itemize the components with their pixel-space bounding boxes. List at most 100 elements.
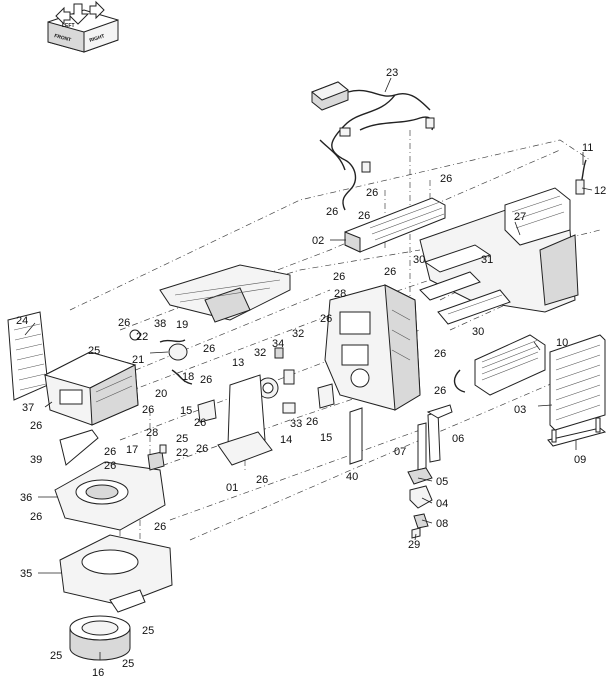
callout-label: 26 [384, 266, 396, 278]
sensor-08 [413, 513, 429, 529]
callout-label: 11 [582, 142, 593, 154]
actuator-04 [409, 485, 433, 509]
badge-right-text: RIGHT [89, 33, 106, 44]
callout-label: 40 [346, 471, 358, 483]
callout-label: 01 [226, 482, 238, 494]
callout-label: 36 [20, 492, 32, 504]
callout-label: 08 [436, 518, 448, 530]
callout-label: 33 [290, 418, 302, 430]
callout-label: 22 [136, 331, 148, 343]
callout-label: 32 [254, 347, 266, 359]
callout-label: 12 [594, 185, 606, 197]
callout-label: 30 [472, 326, 484, 338]
callout-label: 26 [154, 521, 166, 533]
callout-label: 26 [256, 474, 268, 486]
callout-label: 28 [146, 427, 158, 439]
blower-case-35 [59, 534, 173, 613]
orientation-badge: FRONT LEFT RIGHT [47, 0, 119, 53]
callout-label: 26 [333, 271, 345, 283]
pipes-06-07 [417, 404, 453, 471]
callout-label: 21 [132, 354, 144, 366]
filter-39 [59, 429, 99, 466]
callout-label: 17 [126, 444, 138, 456]
callout-label: 35 [20, 568, 32, 580]
callout-label: 26 [326, 206, 338, 218]
callout-label: 26 [196, 443, 208, 455]
badge-front-text: FRONT [53, 33, 71, 43]
callout-label: 25 [142, 625, 154, 637]
heater-case-upper [419, 187, 579, 313]
callout-label: 26 [118, 317, 130, 329]
seal-09 [547, 417, 607, 447]
callout-label: 23 [386, 67, 398, 79]
callout-label: 28 [334, 288, 346, 300]
callout-label: 37 [22, 402, 34, 414]
intake-case-37 [43, 351, 139, 426]
bracket-40 [349, 407, 363, 465]
callout-label: 09 [574, 454, 586, 466]
callout-label: 31 [481, 254, 493, 266]
callout-label: 24 [16, 315, 28, 327]
badge-left-text: LEFT [62, 23, 75, 29]
callout-label: 29 [408, 539, 420, 551]
callout-label: 26 [200, 374, 212, 386]
callout-label: 10 [556, 337, 568, 349]
connector-29 [411, 527, 421, 539]
floor-duct [159, 264, 291, 323]
callout-label: 26 [203, 343, 215, 355]
callout-label: 27 [514, 211, 526, 223]
callout-label: 26 [440, 173, 452, 185]
callout-label: 02 [312, 235, 324, 247]
leader-lines [24, 77, 593, 660]
temperature-sensor [575, 159, 587, 195]
callout-label: 06 [452, 433, 464, 445]
actuator-05 [407, 467, 433, 485]
callout-label: 25 [50, 650, 62, 662]
callout-label: 26 [306, 416, 318, 428]
callout-label: 20 [155, 388, 167, 400]
callout-label: 30 [413, 254, 425, 266]
callout-label: 26 [142, 404, 154, 416]
callout-label: 15 [180, 405, 192, 417]
callout-label: 26 [320, 313, 332, 325]
main-case-28 [324, 284, 421, 411]
wiring-harness [311, 81, 435, 211]
callout-label: 26 [434, 348, 446, 360]
blower-case-36 [54, 461, 166, 531]
callout-label: 14 [280, 434, 292, 446]
callout-label: 38 [154, 318, 166, 330]
callout-label: 26 [104, 460, 116, 472]
small-components [129, 329, 335, 471]
callout-label: 18 [182, 371, 194, 383]
callout-label: 26 [434, 385, 446, 397]
evaporator-03 [549, 334, 606, 431]
callout-label: 26 [30, 511, 42, 523]
callout-label: 15 [320, 432, 332, 444]
callout-label: 34 [272, 338, 284, 350]
heater-core-10 [453, 334, 546, 396]
callout-label: 26 [104, 446, 116, 458]
filter-30 [437, 289, 511, 325]
blower-motor-16 [69, 615, 131, 661]
callout-label: 03 [514, 404, 526, 416]
callout-labels: 23 11 12 26 26 27 26 02 26 26 26 30 31 2… [16, 67, 606, 679]
filter-door-24 [7, 311, 49, 401]
callout-label: 25 [176, 433, 188, 445]
callout-label: 26 [30, 420, 42, 432]
callout-label: 04 [436, 498, 448, 510]
callout-label: 22 [176, 447, 188, 459]
callout-label: 16 [92, 667, 104, 679]
callout-label: 07 [394, 446, 406, 458]
callout-label: 26 [366, 187, 378, 199]
callout-label: 25 [122, 658, 134, 670]
duct-02 [344, 197, 446, 253]
callout-label: 19 [176, 319, 188, 331]
callout-label: 26 [194, 417, 206, 429]
callout-label: 32 [292, 328, 304, 340]
callout-label: 39 [30, 454, 42, 466]
callout-label: 25 [88, 345, 100, 357]
callout-label: 05 [436, 476, 448, 488]
callout-label: 26 [358, 210, 370, 222]
callout-label: 13 [232, 357, 244, 369]
